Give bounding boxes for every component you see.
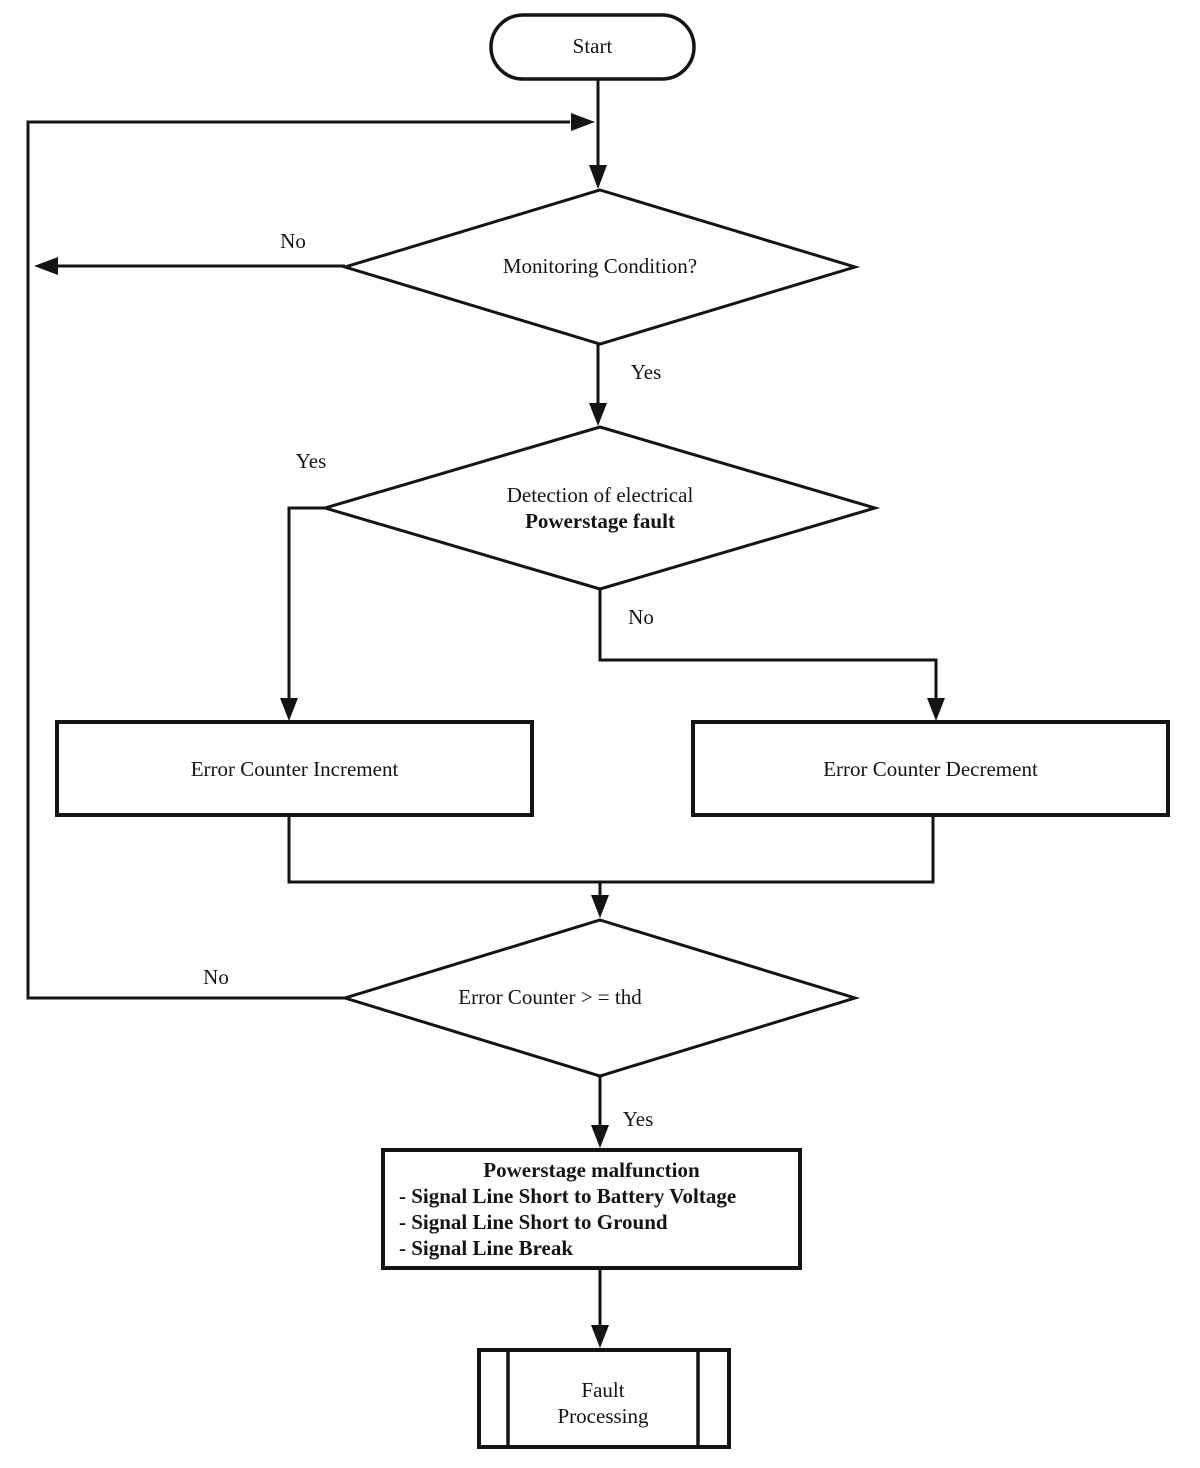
edge-label-monitoring-no: No [280, 229, 306, 253]
threshold-decision-label: Error Counter > = thd [458, 985, 642, 1009]
threshold-decision-diamond [339, 918, 861, 1078]
error-counter-increment-label: Error Counter Increment [190, 757, 399, 781]
start-node [489, 13, 696, 81]
powerstage-malfunction-box [381, 1148, 802, 1270]
fault-processing-line1: Fault [581, 1378, 625, 1402]
arrowhead-down-icon [589, 165, 607, 189]
malfunction-item: - Signal Line Short to Ground [399, 1210, 668, 1234]
edge-label-detection-no: No [628, 605, 654, 629]
fault-processing-label: Fault Processing [508, 1377, 698, 1429]
fault-processing-box [477, 1348, 731, 1449]
edge-label-threshold-no: No [203, 965, 229, 989]
arrowhead-right-icon [571, 113, 595, 131]
arrowhead-down-icon [589, 403, 607, 426]
arrowhead-down-icon [591, 1325, 609, 1348]
error-counter-increment-box [55, 720, 534, 817]
error-counter-decrement-box [691, 720, 1170, 817]
start-label: Start [572, 34, 613, 58]
error-counter-decrement-label: Error Counter Decrement [823, 757, 1038, 781]
malfunction-item: - Signal Line Short to Battery Voltage [399, 1184, 737, 1208]
arrowhead-down-icon [591, 1125, 609, 1148]
edge-loopback-left [26, 120, 570, 1000]
detection-line1: Detection of electrical [506, 483, 694, 507]
detection-decision-diamond [319, 425, 881, 591]
edge-merge-to-threshold [287, 815, 935, 884]
edge-label-monitoring-yes: Yes [630, 360, 662, 384]
fault-processing-line2: Processing [557, 1404, 649, 1428]
detection-decision-label: Detection of electrical Powerstage fault [400, 482, 800, 534]
powerstage-malfunction-title: Powerstage malfunction [483, 1158, 700, 1182]
detection-line2: Powerstage fault [525, 509, 675, 533]
monitoring-decision-label: Monitoring Condition? [502, 254, 698, 278]
monitoring-decision-diamond [339, 188, 861, 346]
arrowhead-down-icon [927, 698, 945, 721]
powerstage-malfunction-content: Powerstage malfunction - Signal Line Sho… [385, 1157, 798, 1261]
edge-detection-no [598, 588, 938, 699]
edge-detection-yes [287, 506, 325, 699]
arrowhead-down-icon [280, 698, 298, 721]
arrowhead-left-icon [34, 257, 58, 275]
edge-label-detection-yes: Yes [295, 449, 327, 473]
arrowhead-down-icon [591, 895, 609, 918]
malfunction-item: - Signal Line Break [399, 1236, 574, 1260]
edge-label-threshold-yes: Yes [622, 1107, 654, 1131]
